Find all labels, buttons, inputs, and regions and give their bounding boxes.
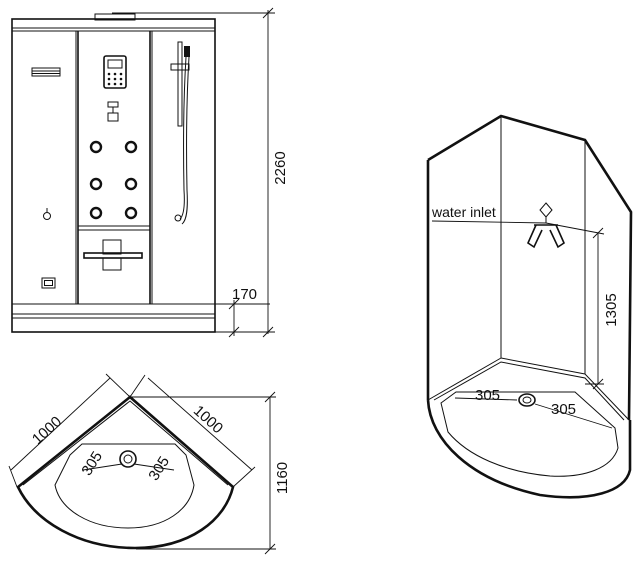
inlet-height-label: 1305 xyxy=(603,293,620,326)
water-inlet-fitting-icon xyxy=(526,202,566,249)
seat-icon xyxy=(83,239,143,271)
side-b-label: 1000 xyxy=(190,402,226,437)
top-cap xyxy=(94,13,136,21)
fitting-icon xyxy=(107,101,119,122)
top-drain-left-label: 305 xyxy=(78,448,106,478)
water-inlet-label: water inlet xyxy=(431,204,496,220)
shower-rail-icon xyxy=(170,41,190,225)
cabin-body xyxy=(11,18,216,333)
basin-outline xyxy=(54,443,195,529)
drain-icon xyxy=(119,450,137,468)
cabin-walls xyxy=(427,114,633,421)
persp-drain-left-label: 305 xyxy=(475,387,500,404)
left-knob-icon xyxy=(43,208,51,220)
perspective-view: 305 305 water inlet 1305 xyxy=(426,114,633,499)
top-drain-right-label: 305 xyxy=(145,453,173,483)
basin-outline-perspective xyxy=(440,391,619,477)
control-panel-icon xyxy=(103,55,127,89)
tray-outline xyxy=(16,395,235,550)
height-dimension: 2260 xyxy=(112,7,289,338)
side-a-label: 1000 xyxy=(29,413,65,448)
outlet-box-icon xyxy=(41,277,56,289)
base-dim-label: 170 xyxy=(232,286,257,303)
base-dimension: 170 xyxy=(215,286,270,338)
body-jets xyxy=(89,140,138,220)
top-view: 305 305 1000 1000 1160 xyxy=(8,373,291,555)
front-view: 2260 170 xyxy=(11,7,289,338)
vent-grille xyxy=(31,67,61,77)
tray-outline-perspective xyxy=(426,399,632,499)
depth-dim-label: 1160 xyxy=(274,462,291,494)
drain-icon-perspective xyxy=(518,393,536,407)
persp-drain-right-label: 305 xyxy=(551,401,576,418)
height-dim-label: 2260 xyxy=(272,151,289,184)
